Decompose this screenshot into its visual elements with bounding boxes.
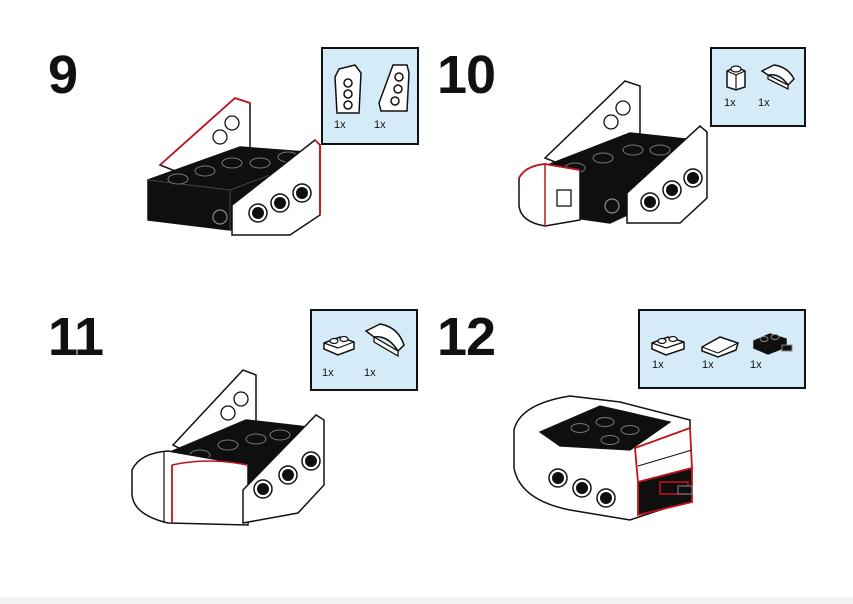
step-11-number: 11 [48,307,104,367]
step-10-model [518,80,708,227]
step-12-model [513,395,693,521]
step-11-part-1-qty: 1x [322,367,334,379]
wedge-plate-left-icon [334,64,362,114]
slope-tile-icon [701,336,739,358]
brick-1x1-icon [726,65,746,91]
curved-slope-icon [364,323,405,358]
step-12-part-3-qty: 1x [750,359,762,371]
wedge-plate-right-icon [378,64,410,112]
curved-slope-icon [760,64,795,91]
plate-1x2-icon [323,335,355,356]
step-12-number: 12 [437,307,496,367]
plate-1x2-icon [651,335,685,356]
step-10-number: 10 [437,45,496,105]
step-10-part-2-qty: 1x [758,97,770,109]
step-12-part-2-qty: 1x [702,359,714,371]
step-9-number: 9 [48,45,78,105]
step-9-parts-panel: 1x 1x [321,47,419,145]
page-footer-strip [0,597,853,604]
clip-plate-black-icon [753,333,793,355]
step-9-model [147,96,321,236]
step-9-part-1-qty: 1x [334,119,346,131]
step-10-part-1-qty: 1x [724,97,736,109]
step-12-part-1-qty: 1x [652,359,664,371]
step-11-model [131,369,325,526]
step-11-parts-panel: 1x 1x [310,309,418,391]
step-12-parts-panel: 1x 1x 1x [638,309,806,389]
step-10-parts-panel: 1x 1x [710,47,806,127]
step-11-part-2-qty: 1x [364,367,376,379]
step-9-part-2-qty: 1x [374,119,386,131]
